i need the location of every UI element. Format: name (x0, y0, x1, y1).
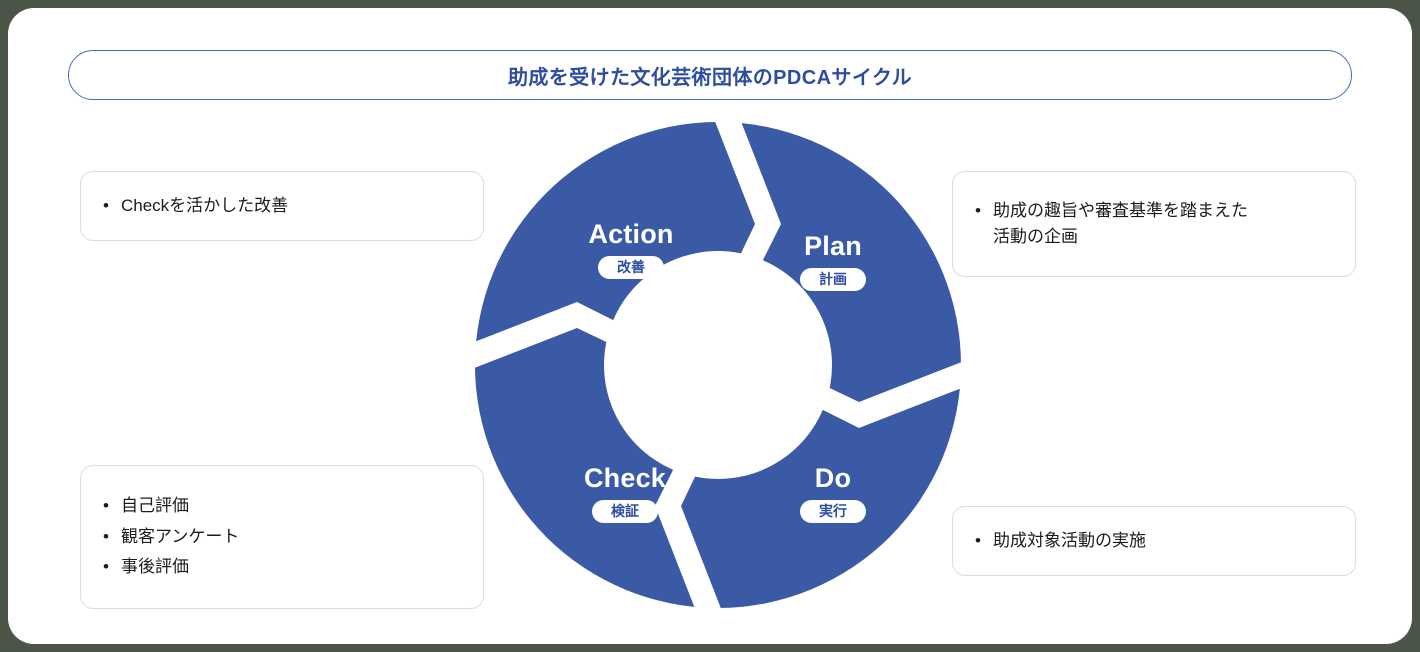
list-item: • 観客アンケート (103, 524, 461, 550)
callout-plan-text: 助成の趣旨や審査基準を踏まえた 活動の企画 (993, 198, 1333, 251)
callout-plan-line-1: 助成の趣旨や審査基準を踏まえた (993, 200, 1248, 220)
callout-check-text-3: 事後評価 (121, 557, 189, 577)
callout-check: • 自己評価 • 観客アンケート • 事後評価 (80, 465, 484, 609)
page-title-pill: 助成を受けた文化芸術団体のPDCAサイクル (68, 50, 1352, 100)
list-item: • 助成の趣旨や審査基準を踏まえた 活動の企画 (975, 198, 1333, 251)
bullet-icon: • (103, 496, 109, 516)
bullet-icon: • (975, 200, 981, 220)
bullet-icon: • (103, 526, 109, 546)
callout-do: • 助成対象活動の実施 (952, 506, 1356, 576)
pdca-ring-segments (473, 120, 963, 610)
bullet-icon: • (103, 195, 109, 215)
list-item: • 自己評価 (103, 493, 461, 519)
diagram-card: 助成を受けた文化芸術団体のPDCAサイクル • Checkを活かした改善 • 自… (8, 8, 1412, 644)
bullet-icon: • (975, 530, 981, 550)
callout-action-text: Checkを活かした改善 (121, 195, 289, 215)
page-title: 助成を受けた文化芸術団体のPDCAサイクル (507, 66, 913, 89)
list-item: • Checkを活かした改善 (103, 193, 461, 219)
list-item: • 助成対象活動の実施 (975, 528, 1333, 554)
callout-do-text: 助成対象活動の実施 (993, 530, 1146, 550)
bullet-icon: • (103, 557, 109, 577)
pdca-cycle-diagram: Action 改善 Plan 計画 Check 検証 Do 実行 (473, 120, 963, 610)
callout-plan-line-2: 活動の企画 (993, 227, 1078, 246)
callout-action: • Checkを活かした改善 (80, 171, 484, 241)
callout-check-text-2: 観客アンケート (121, 526, 240, 546)
callout-plan: • 助成の趣旨や審査基準を踏まえた 活動の企画 (952, 171, 1356, 277)
list-item: • 事後評価 (103, 554, 461, 580)
pdca-ring-graphic (473, 120, 963, 610)
callout-check-text-1: 自己評価 (121, 496, 189, 516)
